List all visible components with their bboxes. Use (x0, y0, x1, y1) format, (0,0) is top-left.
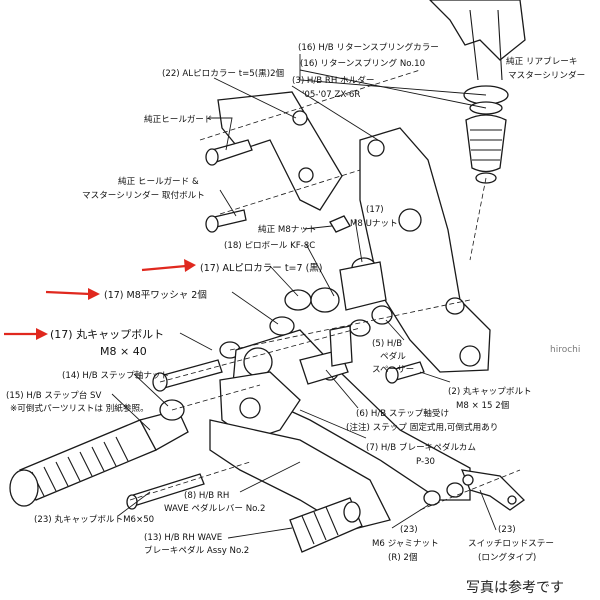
label-oem-heel-guard: 純正ヒールガード (144, 113, 213, 125)
label-pedal-spacer-3: スペーサー (372, 364, 414, 375)
label-pedal-spacer-1: (5) H/B (372, 339, 402, 349)
label-round-cap-bolt-1: (17) 丸キャップボルト (50, 328, 164, 341)
highlight-arrows (4, 259, 196, 340)
label-oem-master-cylinder: マスターシリンダー (508, 69, 585, 81)
label-return-spring-collar: (16) H/B リターンスプリングカラー (298, 41, 439, 53)
watermark: hirochi (550, 345, 580, 355)
label-brake-pedal-assy-1: (13) H/B RH WAVE (144, 533, 222, 543)
part-labels: (16) H/B リターンスプリングカラー (16) リターンスプリング No.… (6, 41, 585, 563)
label-pedal-lever-2: WAVE ペダルレバー No.2 (164, 502, 265, 514)
arrow-m8-washer (45, 290, 91, 296)
label-switch-rod-stay-3: (ロングタイプ) (478, 551, 536, 563)
label-round-cap-bolt-2-1: (2) 丸キャップボルト (448, 385, 532, 397)
label-rh-holder-model: '05-'07 ZX-6R (302, 90, 360, 100)
label-oem-heel-guard-bolt-1: 純正 ヒールガード & (118, 175, 199, 187)
label-step-base-2: ※可倒式パーツリストは 別紙参照。 (10, 402, 149, 414)
arrow-al-pillow-collar (141, 264, 187, 272)
label-rh-holder: (3) H/B RH ホルダー (292, 74, 374, 86)
label-jamnut-3: (R) 2個 (388, 551, 417, 563)
leader-lines (111, 54, 497, 539)
label-oem-m8-nut: 純正 M8ナット (258, 223, 317, 235)
label-step-shaft-holder-2: (注注) ステップ 固定式用,可倒式用あり (346, 421, 498, 433)
label-oem-heel-guard-bolt-2: マスターシリンダー 取付ボルト (82, 189, 205, 201)
label-jamnut-2: M6 ジャミナット (372, 538, 439, 549)
label-round-cap-bolt-1-size: M8 × 40 (100, 345, 147, 358)
label-round-cap-bolt-2-2: M8 × 15 2個 (456, 399, 509, 411)
label-al-pillow-collar-5: (22) ALピロカラー t=5(黒)2個 (162, 67, 284, 79)
label-pedal-lever-1: (8) H/B RH (184, 491, 229, 501)
label-jamnut-1: (23) (400, 525, 418, 535)
label-pillow-ball: (18) ピロボール KF-8C (224, 240, 315, 251)
label-brake-pedal-assy-2: ブレーキペダル Assy No.2 (144, 544, 249, 556)
parts-drawing (9, 0, 526, 553)
label-oem-rear-brake: 純正 リアブレーキ (506, 55, 577, 67)
label-return-spring: (16) リターンスプリング No.10 (300, 57, 425, 69)
label-pedal-spacer-2: ペダル (380, 350, 406, 362)
label-m8-washer: (17) M8平ワッシャ 2個 (104, 289, 207, 301)
label-step-shaft-holder-1: (6) H/B ステップ軸受け (356, 407, 449, 419)
label-brake-pedal-cam-2: P-30 (416, 457, 435, 467)
label-switch-rod-stay-1: (23) (498, 525, 516, 535)
reference-caption: 写真は参考です (466, 579, 564, 596)
label-al-pillow-collar-7: (17) ALピロカラー t=7 (黒) (200, 263, 323, 274)
label-step-shaft-nut: (14) H/B ステップ軸ナット (62, 369, 169, 381)
label-switch-rod-stay-2: スイッチロッドステー (468, 538, 554, 549)
label-m8-u-nut: M8 Uナット (350, 218, 398, 229)
label-round-cap-bolt-m6: (23) 丸キャップボルトM6×50 (34, 513, 154, 525)
label-m8-u-nut-no: (17) (366, 205, 384, 215)
label-brake-pedal-cam-1: (7) H/B ブレーキペダルカム (366, 441, 476, 453)
label-step-base-1: (15) H/B ステップ台 SV (6, 389, 102, 401)
assembly-axis-lines (129, 69, 521, 511)
